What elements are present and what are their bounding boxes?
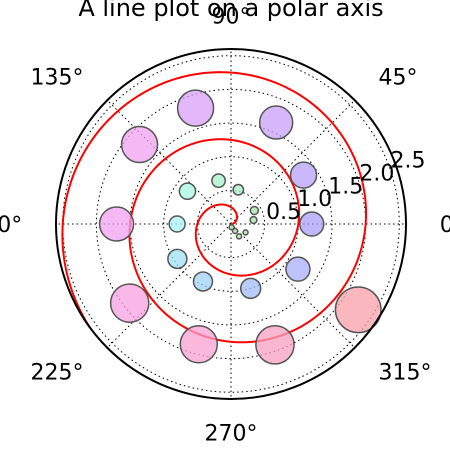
- scatter-points: [98, 89, 382, 365]
- angle-tick-label-5: 225°: [31, 361, 84, 386]
- angle-tick-label-7: 315°: [379, 361, 432, 386]
- angle-tick-label-1: 45°: [379, 66, 418, 91]
- scatter-point-22: [255, 324, 295, 365]
- angle-tick-label-3: 135°: [31, 66, 84, 91]
- radial-tick-label-1: 1.0: [297, 187, 332, 212]
- scatter-point-11: [192, 271, 214, 292]
- radial-grid-circle-2: [129, 122, 333, 326]
- scatter-point-15: [289, 161, 318, 189]
- scatter-point-18: [120, 125, 159, 164]
- angle-tick-label-4: 180°: [0, 213, 22, 238]
- scatter-point-0: [228, 224, 235, 231]
- scatter-point-20: [109, 283, 150, 323]
- scatter-point-10: [167, 248, 188, 270]
- scatter-point-17: [176, 89, 215, 127]
- scatter-point-9: [168, 215, 186, 233]
- scatter-point-16: [258, 105, 294, 140]
- radial-tick-label-4: 2.5: [391, 149, 426, 174]
- chart-title: A line plot on a polar axis: [78, 0, 383, 22]
- radial-tick-label-2: 1.5: [328, 174, 363, 199]
- polar-frame: [55, 48, 407, 400]
- angle-tick-label-6: 270°: [205, 422, 258, 447]
- scatter-point-13: [285, 256, 311, 282]
- spiral-line: [61, 71, 368, 344]
- scatter-point-3: [242, 229, 249, 236]
- radial-tick-label-0: 0.5: [266, 200, 301, 225]
- scatter-point-12: [239, 277, 262, 300]
- scatter-point-5: [249, 205, 260, 216]
- radial-grid-circle-4: [62, 55, 400, 393]
- scatter-point-19: [98, 206, 135, 242]
- scatter-point-23: [334, 286, 382, 334]
- scatter-point-1: [231, 227, 239, 235]
- scatter-point-6: [232, 183, 245, 196]
- scatter-point-7: [211, 173, 227, 189]
- scatter-point-21: [179, 325, 219, 364]
- scatter-point-14: [299, 211, 325, 237]
- scatter-point-2: [235, 233, 243, 240]
- angle-tick-label-0: 0°: [440, 213, 450, 238]
- radial-grid-circle-0: [196, 189, 266, 259]
- scatter-point-8: [178, 182, 197, 201]
- scatter-point-4: [249, 215, 258, 225]
- angle-tick-label-2: 90°: [212, 4, 251, 29]
- radial-tick-label-3: 2.0: [359, 162, 394, 187]
